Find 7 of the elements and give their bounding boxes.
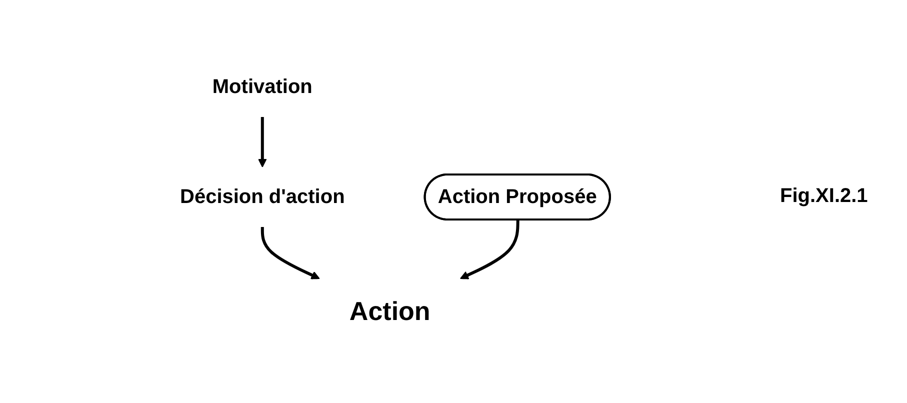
node-text: Action <box>349 296 430 326</box>
arrow <box>258 117 267 168</box>
node-text: Décision d'action <box>180 186 345 208</box>
node-text: Motivation <box>212 76 312 98</box>
arrow <box>460 220 520 280</box>
arrow <box>260 227 320 280</box>
figure-number: Fig.XI.2.1 <box>780 185 868 208</box>
